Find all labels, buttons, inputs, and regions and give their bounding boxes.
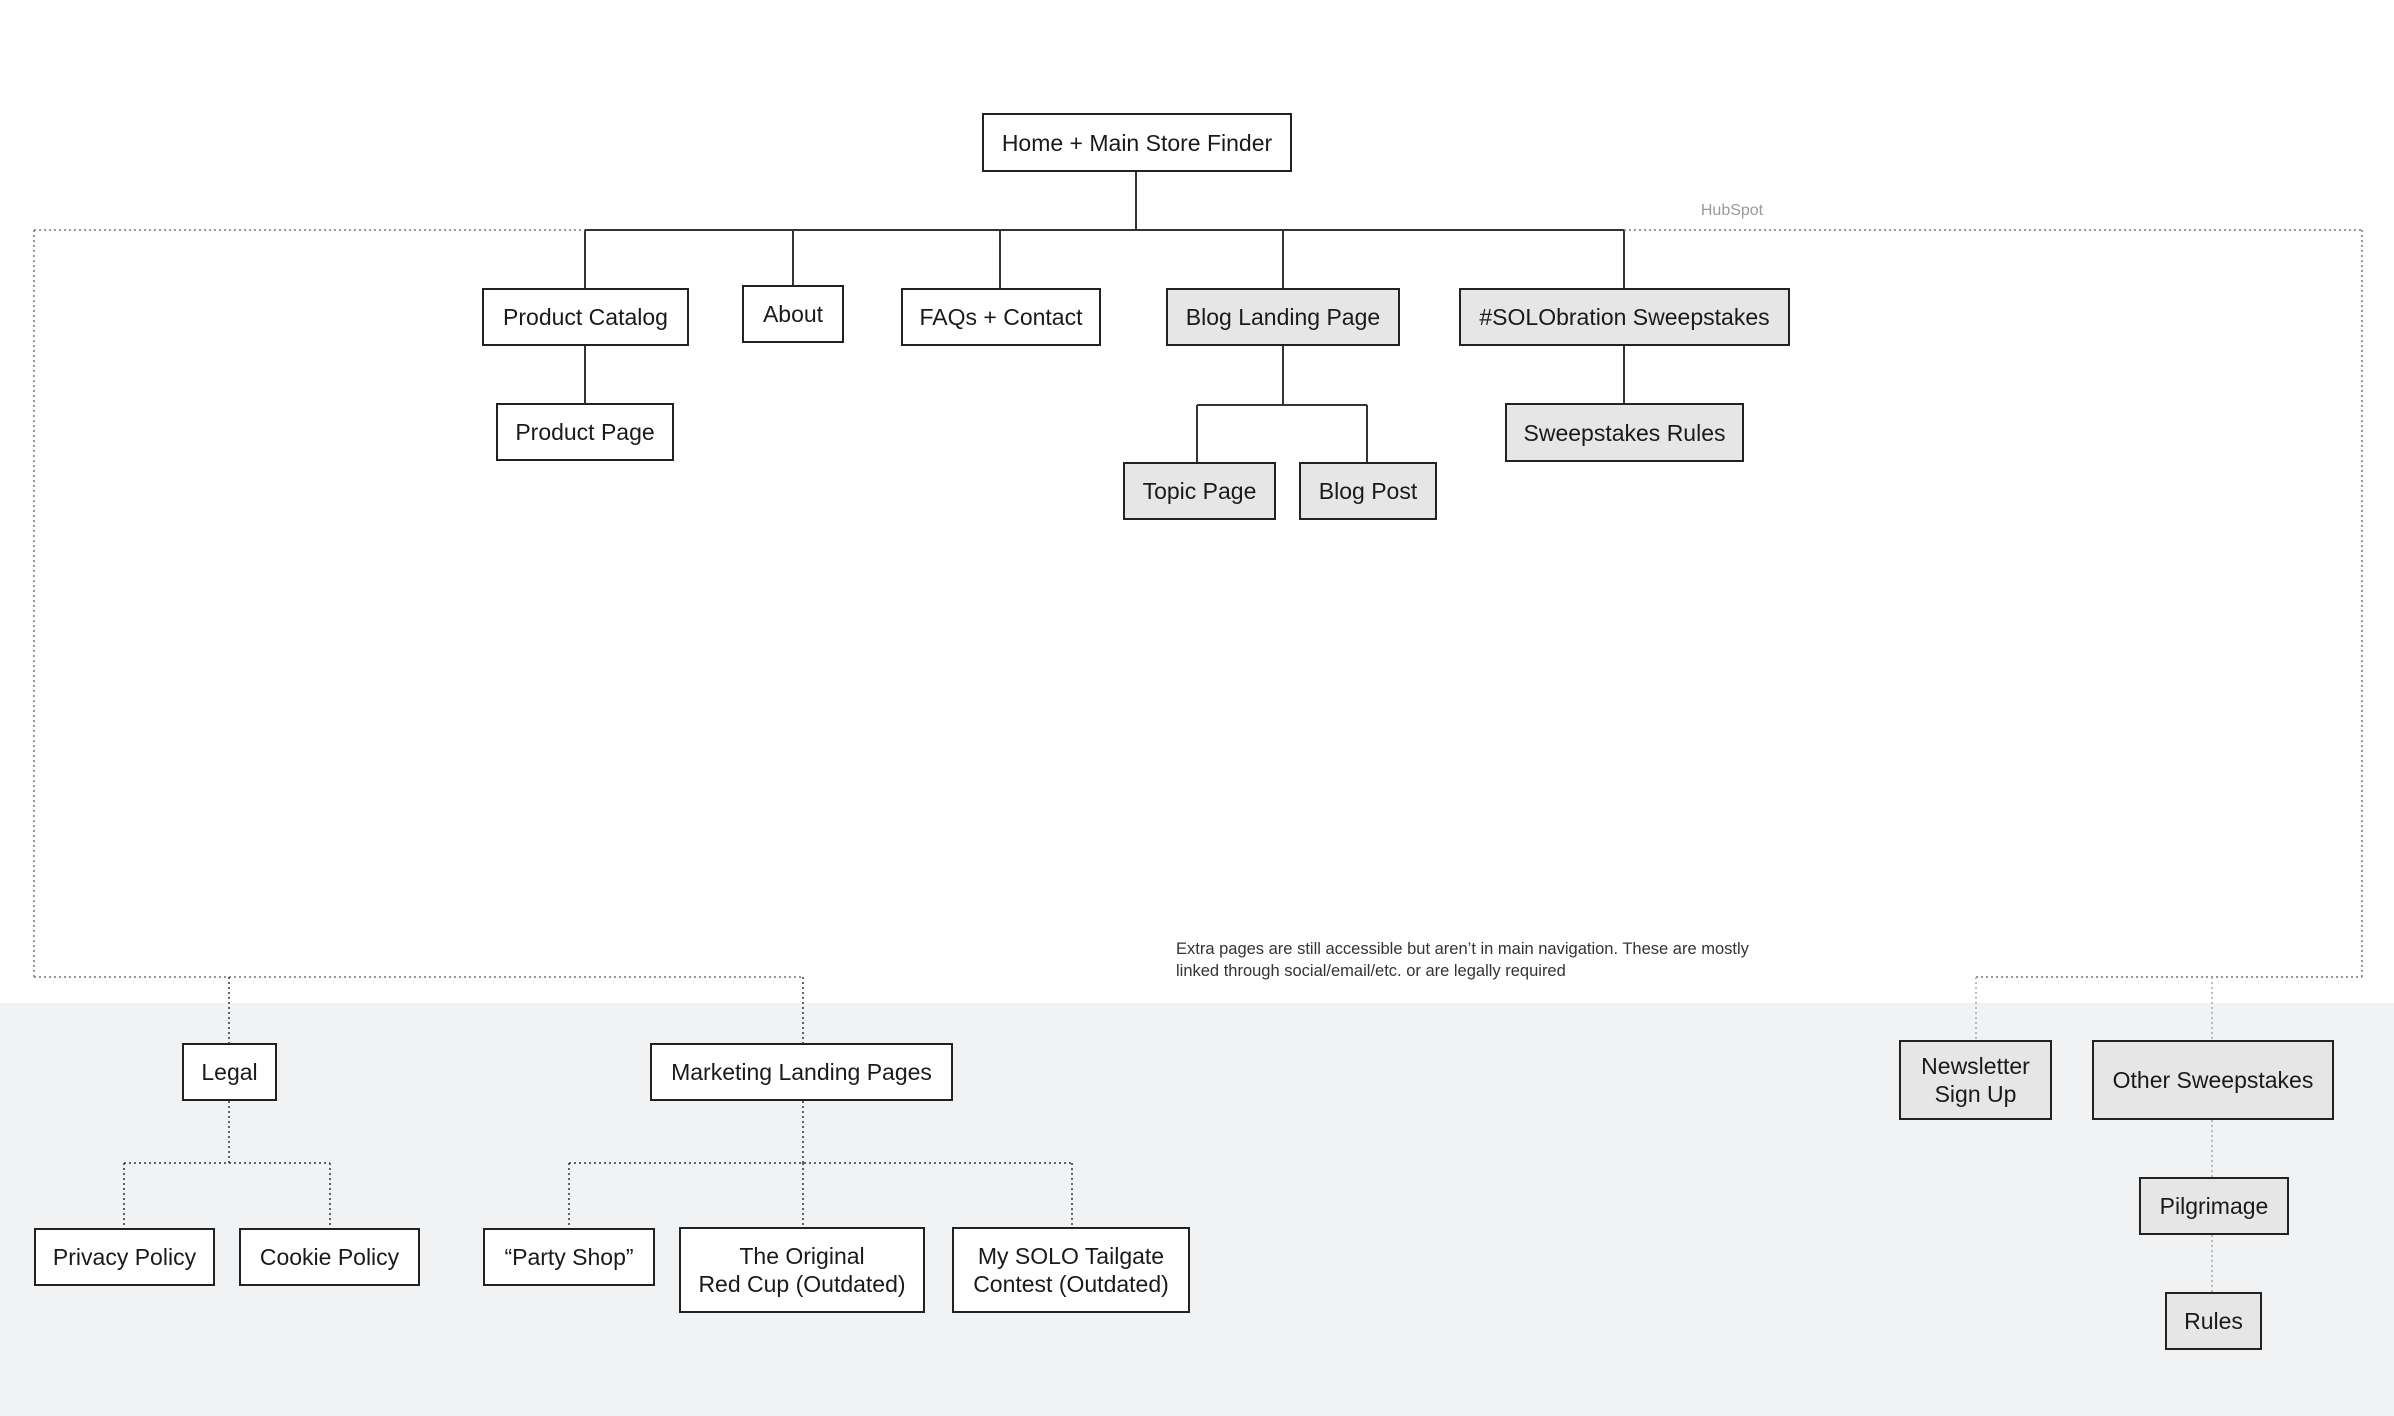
node-pilgrimage[interactable]: Pilgrimage [2139,1177,2289,1235]
solid-connectors [584,172,1625,462]
node-product-page[interactable]: Product Page [496,403,674,461]
node-blog-landing-page[interactable]: Blog Landing Page [1166,288,1400,346]
extra-connectors [123,977,1073,1228]
node-privacy-policy[interactable]: Privacy Policy [34,1228,215,1286]
node-newsletter-sign-up[interactable]: Newsletter Sign Up [1899,1040,2052,1120]
node-faqs-contact[interactable]: FAQs + Contact [901,288,1101,346]
node-home[interactable]: Home + Main Store Finder [982,113,1292,172]
node-blog-post[interactable]: Blog Post [1299,462,1437,520]
node-original-red-cup[interactable]: The Original Red Cup (Outdated) [679,1227,925,1313]
node-cookie-policy[interactable]: Cookie Policy [239,1228,420,1286]
node-about[interactable]: About [742,285,844,343]
node-solo-tailgate-contest[interactable]: My SOLO Tailgate Contest (Outdated) [952,1227,1190,1313]
node-topic-page[interactable]: Topic Page [1123,462,1276,520]
node-product-catalog[interactable]: Product Catalog [482,288,689,346]
node-other-sweepstakes[interactable]: Other Sweepstakes [2092,1040,2334,1120]
node-party-shop[interactable]: “Party Shop” [483,1228,655,1286]
extra-connectors-light [1975,977,2213,1292]
node-sweepstakes-rules[interactable]: Sweepstakes Rules [1505,403,1744,462]
node-rules[interactable]: Rules [2165,1292,2262,1350]
node-solobration-sweepstakes[interactable]: #SOLObration Sweepstakes [1459,288,1790,346]
node-marketing-landing-pages[interactable]: Marketing Landing Pages [650,1043,953,1101]
node-legal[interactable]: Legal [182,1043,277,1101]
extra-pages-note: Extra pages are still accessible but are… [1176,940,1749,980]
hubspot-boundary [33,229,2363,978]
hubspot-label: HubSpot [1700,202,1764,219]
